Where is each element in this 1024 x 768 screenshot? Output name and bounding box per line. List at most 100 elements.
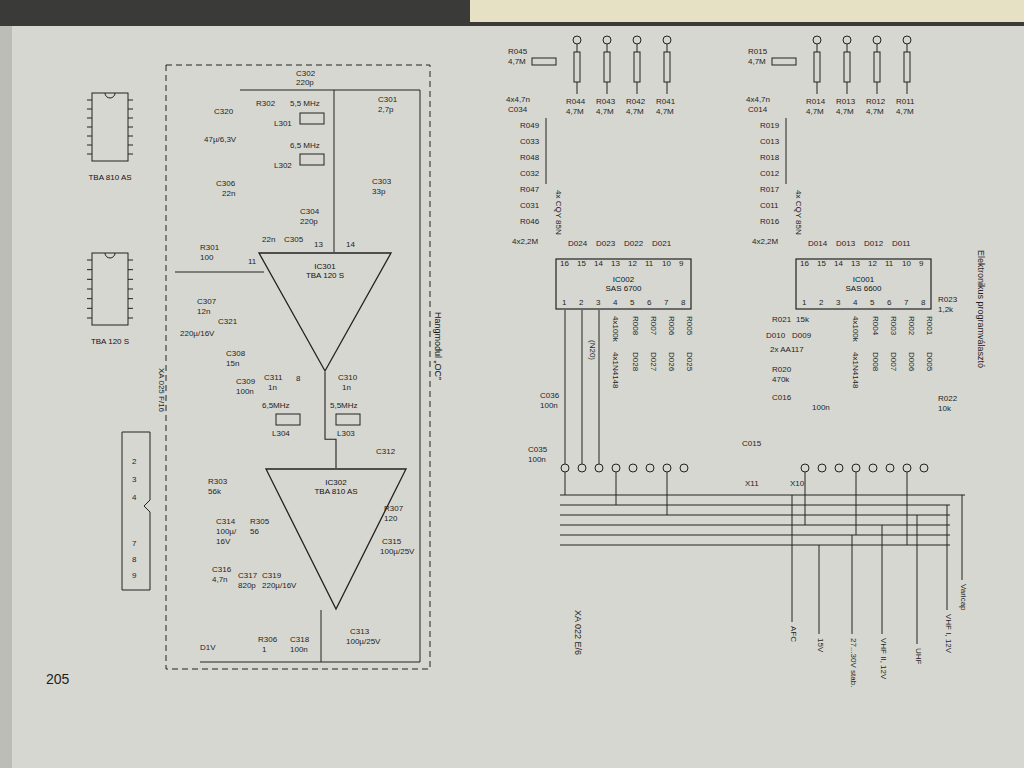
schematic-label: R013 bbox=[836, 98, 855, 107]
wire-graphic bbox=[300, 154, 324, 165]
part-type: TBA 120 S bbox=[258, 271, 392, 280]
wire-graphic bbox=[852, 464, 860, 472]
wire-graphic bbox=[122, 590, 150, 591]
schematic-label: R047 bbox=[520, 186, 539, 195]
part-type: SAS 6600 bbox=[845, 284, 881, 293]
schematic-label: 100µ/25V bbox=[346, 638, 380, 647]
schematic-label: L303 bbox=[337, 430, 355, 439]
node-text-group: IC001SAS 6600 bbox=[795, 258, 932, 310]
schematic-label: R023 bbox=[938, 296, 957, 305]
schematic-label: D027 bbox=[648, 352, 657, 371]
schematic-label: 205 bbox=[46, 672, 69, 687]
ic-box: IC001SAS 6600 bbox=[795, 258, 932, 310]
schematic-label: 7 bbox=[132, 540, 136, 549]
wire-graphic bbox=[903, 36, 911, 44]
ic-pin bbox=[87, 279, 92, 280]
schematic-label: 8 bbox=[681, 299, 685, 308]
schematic-label: R021 bbox=[772, 316, 791, 325]
part-name: IC002 bbox=[613, 275, 634, 284]
part-name: IC302 bbox=[265, 478, 407, 487]
wire-graphic bbox=[907, 472, 908, 545]
wire-graphic bbox=[604, 52, 610, 82]
wire-graphic bbox=[560, 505, 950, 506]
schematic-label: 4x2,2M bbox=[752, 238, 778, 247]
wire-graphic bbox=[947, 505, 948, 610]
ic-body bbox=[556, 259, 691, 309]
schematic-label: 15k bbox=[796, 316, 809, 325]
schematic-label: 2x AA117 bbox=[770, 346, 804, 355]
schematic-label: C304 bbox=[300, 208, 319, 217]
ic-pin bbox=[87, 154, 92, 155]
schematic-label: C306 bbox=[216, 180, 235, 189]
schematic-label: D008 bbox=[870, 352, 879, 371]
part-name: IC001 bbox=[853, 275, 874, 284]
schematic-label: 1 bbox=[802, 299, 806, 308]
schematic-label: C016 bbox=[772, 394, 791, 403]
schematic-label: Varicap bbox=[958, 584, 967, 611]
schematic-label: 14 bbox=[594, 260, 603, 269]
node-text-group: TBA 120 S bbox=[78, 337, 142, 346]
schematic-label: R042 bbox=[626, 98, 645, 107]
ic-pin bbox=[128, 118, 133, 119]
schematic-label: C015 bbox=[742, 440, 761, 449]
schematic-label: 820p bbox=[238, 582, 256, 591]
ic-pin bbox=[87, 127, 92, 128]
schematic-label: 6 bbox=[647, 299, 651, 308]
node-text-group: Hangmodul „OC” bbox=[433, 312, 443, 380]
schematic-label: 4x CQY 85N bbox=[793, 190, 802, 235]
schematic-label: 4x1N4148 bbox=[850, 352, 859, 388]
wire-graphic bbox=[144, 432, 150, 590]
schematic-label: R017 bbox=[760, 186, 779, 195]
schematic-label: 6 bbox=[887, 299, 891, 308]
schematic-label: 4,7M bbox=[866, 108, 884, 117]
wire-graphic bbox=[786, 118, 787, 184]
schematic-label: R019 bbox=[760, 122, 779, 131]
schematic-label: 9 bbox=[919, 260, 923, 269]
schematic-label: 15 bbox=[817, 260, 826, 269]
schematic-label: 1,2k bbox=[938, 306, 953, 315]
schematic-label: 22n bbox=[262, 236, 275, 245]
wire-graphic bbox=[560, 495, 965, 496]
wire-graphic bbox=[817, 82, 818, 94]
wire-graphic bbox=[680, 464, 688, 472]
schematic-label: R007 bbox=[648, 316, 657, 335]
wire-graphic bbox=[200, 662, 420, 663]
wire-graphic bbox=[546, 118, 547, 184]
ic-pin bbox=[128, 308, 133, 309]
schematic-label: C033 bbox=[520, 138, 539, 147]
wire-graphic bbox=[903, 464, 911, 472]
schematic-label: C314 bbox=[216, 518, 235, 527]
wire-graphic bbox=[122, 36, 965, 662]
wire-graphic bbox=[565, 310, 566, 464]
wire-graphic bbox=[560, 545, 950, 546]
module-region: Hangmodul „OC”IC301TBA 120 SIC302TBA 810… bbox=[165, 62, 447, 672]
schematic-label: D028 bbox=[630, 352, 639, 371]
schematic-label: 56k bbox=[208, 488, 221, 497]
schematic-label: 12 bbox=[628, 260, 637, 269]
wire-graphic bbox=[814, 52, 820, 82]
schematic-label: R015 bbox=[748, 48, 767, 57]
schematic-label: 11 bbox=[885, 260, 893, 269]
wire-graphic bbox=[336, 414, 360, 425]
schematic-label: 4,7M bbox=[836, 108, 854, 117]
schematic-label: 56 bbox=[250, 528, 259, 537]
schematic-label: C012 bbox=[760, 170, 779, 179]
ic-pin bbox=[87, 289, 92, 290]
wire-graphic bbox=[175, 272, 264, 273]
wire-graphic bbox=[582, 310, 583, 464]
schematic-label: 220µ/16V bbox=[262, 582, 296, 591]
ic-pin bbox=[128, 318, 133, 319]
wire-graphic bbox=[122, 432, 123, 590]
schematic-label: D024 bbox=[568, 240, 587, 249]
schematic-label: R044 bbox=[566, 98, 585, 107]
schematic-label: VHF II, 12V bbox=[878, 638, 887, 679]
schematic-label: 4,7M bbox=[566, 108, 584, 117]
wire-graphic bbox=[561, 464, 569, 472]
ic-body bbox=[796, 259, 931, 309]
wire-graphic bbox=[607, 82, 608, 94]
schematic-label: 4,7M bbox=[626, 108, 644, 117]
schematic-label: 100 bbox=[200, 254, 213, 263]
wire-graphic bbox=[962, 495, 963, 580]
wire-graphic bbox=[843, 36, 851, 44]
